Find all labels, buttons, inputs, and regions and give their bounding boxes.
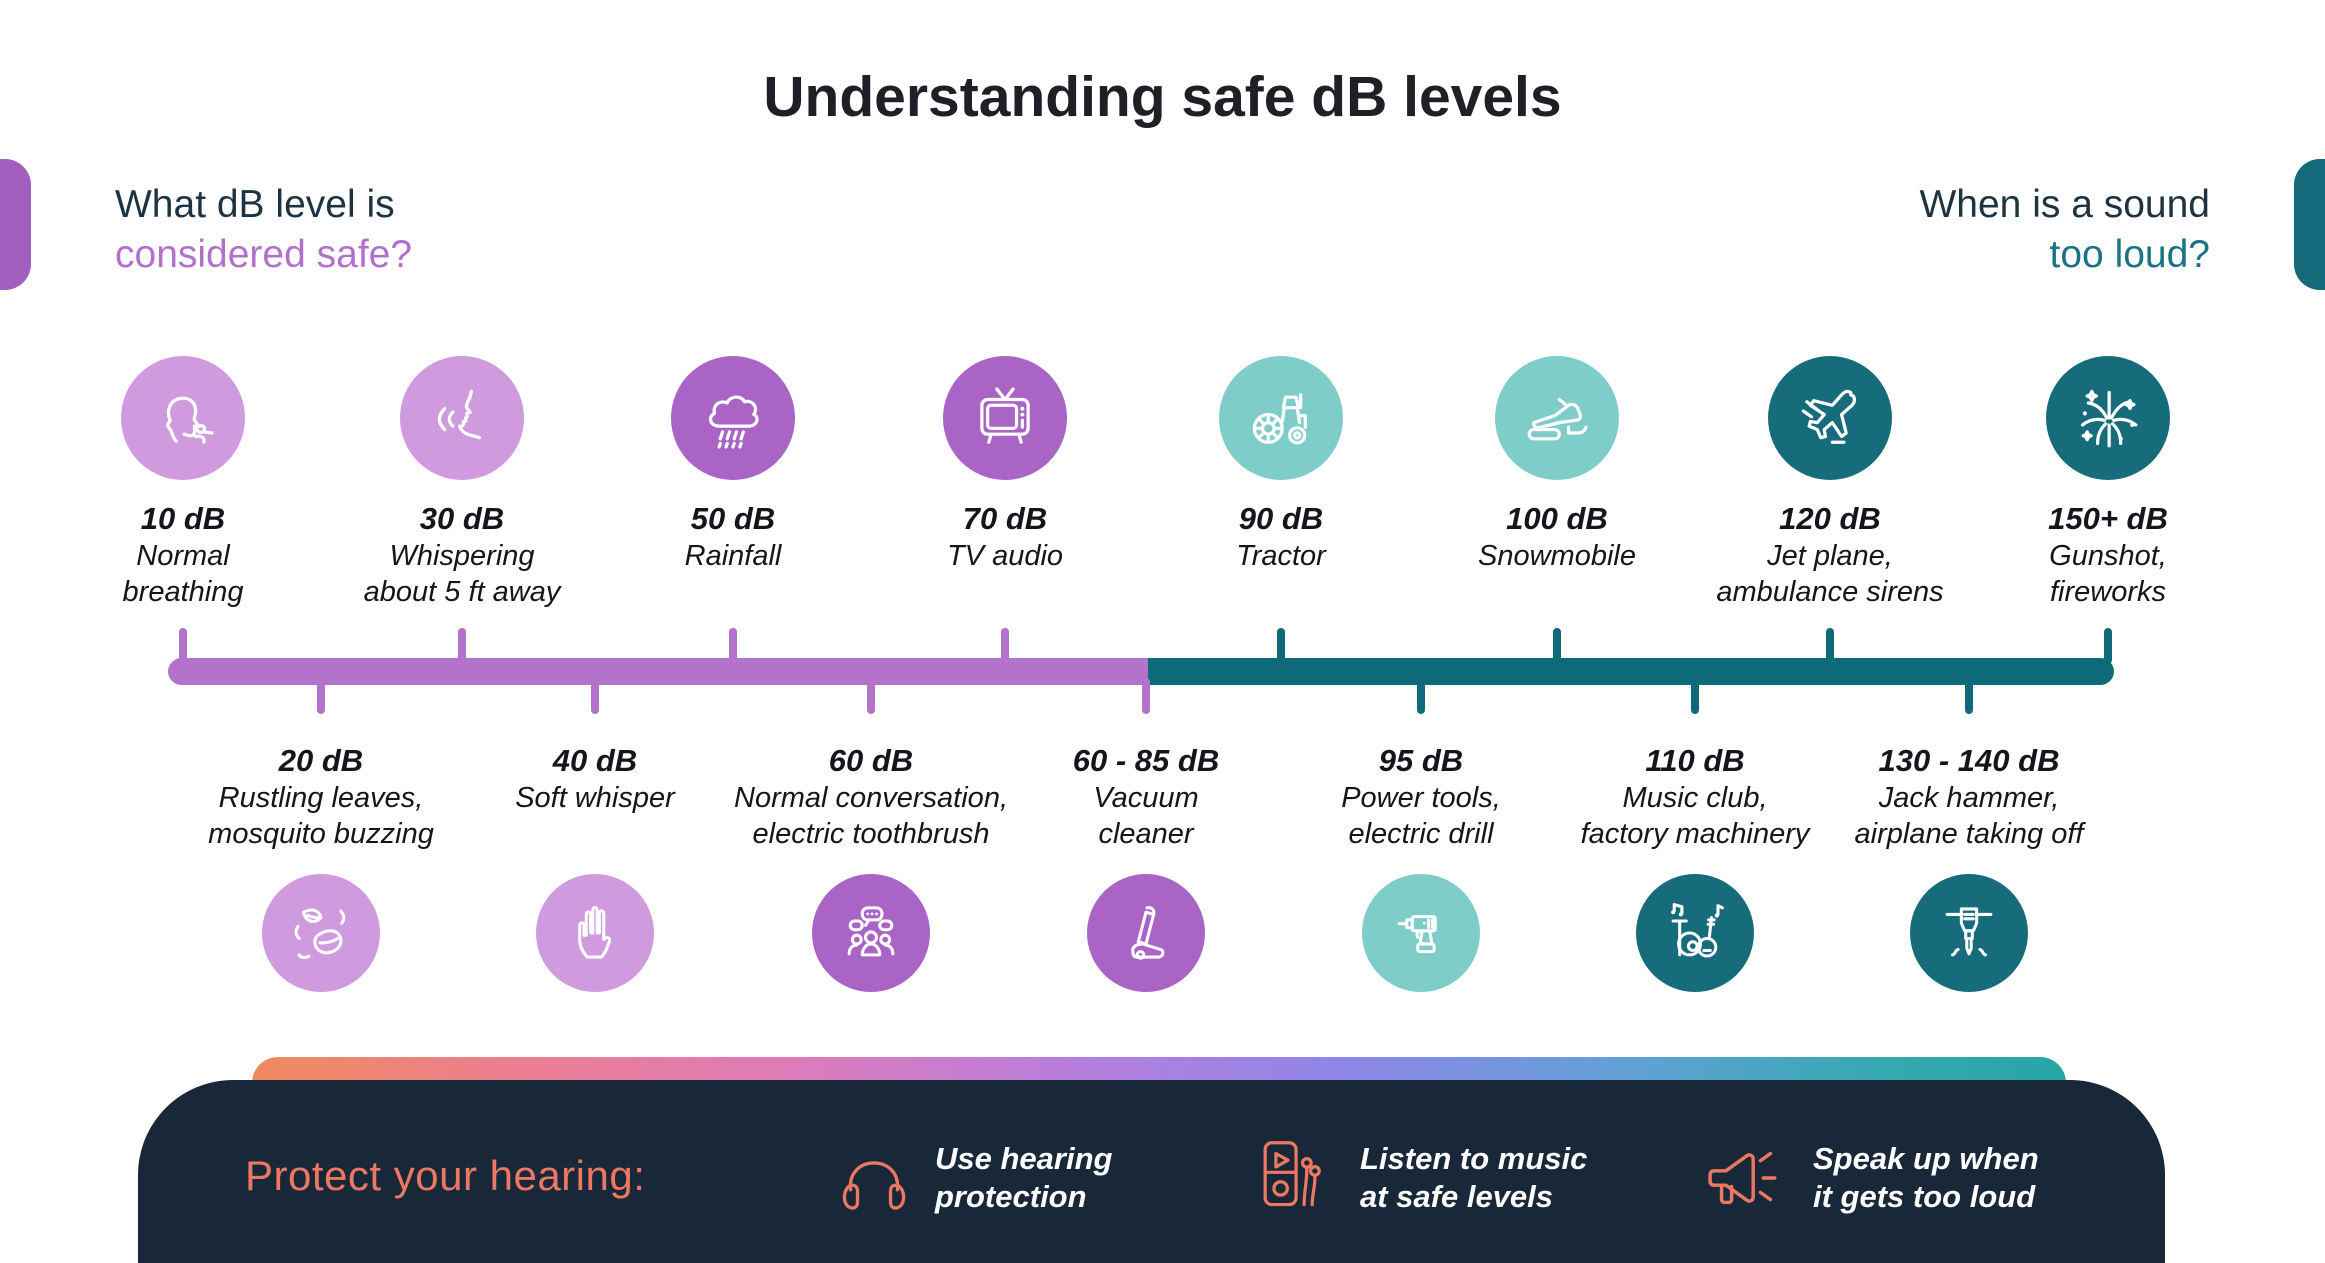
scale-label-20db: 20 dB Rustling leaves, mosquito buzzing (208, 743, 434, 850)
tip-text-safe-levels: Listen to music at safe levels (1360, 1141, 1588, 1214)
question-loud-line1: When is a sound (1919, 183, 2210, 226)
tip-music-player (1245, 1132, 1331, 1223)
top-icon-120db (1768, 356, 1892, 480)
question-too-loud: When is a sound too loud? (1919, 180, 2210, 280)
jackhammer-icon (1945, 907, 1993, 957)
conversation-icon (847, 906, 895, 957)
tip-headphones (830, 1132, 918, 1225)
bottom-icon-20db (262, 874, 380, 992)
question-safe-level: What dB level is considered safe? (115, 180, 412, 280)
headphones-icon (842, 1161, 906, 1210)
tick-120db (1826, 628, 1834, 664)
tip-text-speak-up: Speak up when it gets too loud (1813, 1141, 2039, 1214)
tick-130-140db (1965, 678, 1973, 714)
tick-10db (179, 628, 187, 664)
bottom-icon-60db (812, 874, 930, 992)
music-club-icon (1671, 903, 1724, 958)
tick-60-85db (1142, 678, 1150, 714)
whisper-icon (437, 389, 481, 440)
bottom-icon-110db (1636, 874, 1754, 992)
jet-plane-icon (1801, 389, 1857, 444)
tick-150db (2104, 628, 2112, 664)
snowmobile-icon (1527, 397, 1588, 441)
tick-30db (458, 628, 466, 664)
question-loud-line2: too loud? (2049, 233, 2210, 276)
rustling-leaves-icon (294, 908, 346, 960)
protect-hearing-banner: Protect your hearing: Use hearing protec… (138, 1080, 2165, 1263)
banner-heading: Protect your hearing: (245, 1152, 646, 1199)
top-icon-100db (1495, 356, 1619, 480)
tip-megaphone (1700, 1132, 1792, 1229)
tick-70db (1001, 628, 1009, 664)
bottom-icon-60-85db (1087, 874, 1205, 992)
top-icon-150db (2046, 356, 2170, 480)
scale-label-30db: 30 dB Whispering about 5 ft away (363, 501, 561, 608)
tick-95db (1417, 678, 1425, 714)
tick-90db (1277, 628, 1285, 664)
soft-whisper-hand-icon (578, 906, 611, 959)
tick-110db (1691, 678, 1699, 714)
tick-50db (729, 628, 737, 664)
bottom-icon-130-140db (1910, 874, 2028, 992)
tv-icon (980, 387, 1030, 444)
question-safe-line2: considered safe? (115, 233, 413, 276)
scale-label-60db: 60 dB Normal conversation, electric toot… (734, 743, 1008, 850)
scale-label-10db: 10 dB Normal breathing (122, 501, 244, 608)
tractor-icon (1252, 393, 1307, 445)
page-title: Understanding safe dB levels (763, 65, 1562, 129)
bottom-icon-40db (536, 874, 654, 992)
megaphone-icon (1708, 1151, 1777, 1205)
tip-text-hearing-protection: Use hearing protection (935, 1141, 1113, 1214)
question-safe-line1: What dB level is (115, 183, 395, 226)
scale-label-100db: 100 dB Snowmobile (1478, 501, 1636, 572)
music-player-icon (1263, 1141, 1321, 1207)
tick-60db (867, 678, 875, 714)
scale-label-70db: 70 dB TV audio (946, 501, 1064, 572)
scale-label-130-140db: 130 - 140 dB Jack hammer, airplane takin… (1854, 743, 2084, 850)
fireworks-icon (2080, 389, 2138, 448)
tick-20db (317, 678, 325, 714)
scale-label-150db: 150+ dB Gunshot, fireworks (2048, 501, 2168, 608)
top-icon-70db (943, 356, 1067, 480)
vacuum-cleaner-icon (1131, 906, 1165, 960)
breathing-icon (166, 396, 214, 444)
top-icon-10db (121, 356, 245, 480)
scale-label-120db: 120 dB Jet plane, ambulance sirens (1716, 501, 1944, 608)
top-icon-30db (400, 356, 524, 480)
tick-40db (591, 678, 599, 714)
tick-100db (1553, 628, 1561, 664)
left-edge-tab (0, 159, 31, 290)
scale-label-50db: 50 dB Rainfall (684, 501, 782, 572)
scale-label-40db: 40 dB Soft whisper (515, 743, 675, 814)
right-edge-tab (2294, 159, 2325, 290)
scale-label-90db: 90 dB Tractor (1236, 501, 1326, 572)
scale-label-110db: 110 dB Music club, factory machinery (1580, 743, 1810, 850)
scale-label-95db: 95 dB Power tools, electric drill (1341, 743, 1501, 850)
top-icon-90db (1219, 356, 1343, 480)
scale-label-60-85db: 60 - 85 dB Vacuum cleaner (1072, 743, 1220, 850)
top-icon-50db (671, 356, 795, 480)
drill-icon (1397, 915, 1437, 954)
rain-cloud-icon (708, 395, 759, 449)
bottom-icon-95db (1362, 874, 1480, 992)
decibel-scale-bar (168, 658, 2114, 685)
